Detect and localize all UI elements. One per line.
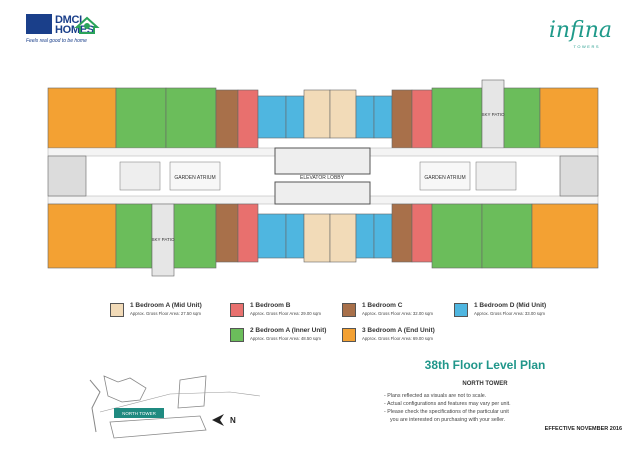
bottom-wing bbox=[47, 203, 599, 277]
legend-swatch bbox=[342, 303, 356, 317]
garden-atrium-right-label: GARDEN ATRIUM bbox=[424, 175, 465, 181]
note-item: you are interested on purchasing with yo… bbox=[390, 417, 506, 423]
effective-date: EFFECTIVE NOVEMBER 2016 bbox=[544, 426, 622, 432]
legend-area: Approx. Gross Floor Area: 33.00 sqm bbox=[474, 311, 545, 316]
legend-title: 1 Bedroom C bbox=[362, 302, 403, 309]
elevator-lobby-label: ELEVATOR LOBBY bbox=[300, 175, 345, 181]
sky-patio-bottom-label: SKY PATIO bbox=[151, 237, 175, 242]
tagline: Feels real good to be home bbox=[26, 38, 87, 44]
legend-title: 1 Bedroom B bbox=[250, 302, 291, 309]
brand-line2: HOMES bbox=[55, 24, 94, 36]
north-arrow-icon: N bbox=[212, 414, 236, 426]
note-item: - Actual configurations and features may… bbox=[384, 401, 511, 407]
legend-title: 2 Bedroom A (Inner Unit) bbox=[250, 327, 327, 334]
note-item: - Please check the specifications of the… bbox=[384, 409, 509, 415]
project-logo: infina bbox=[548, 18, 612, 43]
legend-swatch bbox=[110, 303, 124, 317]
legend-title: 1 Bedroom A (Mid Unit) bbox=[130, 302, 202, 309]
project-logo-sub: TOWERS bbox=[573, 44, 600, 49]
legend-swatch bbox=[342, 328, 356, 342]
garden-atrium-left-label: GARDEN ATRIUM bbox=[174, 175, 215, 181]
legend-area: Approx. Gross Floor Area: 27.50 sqm bbox=[130, 311, 201, 316]
legend-item-1br-b: 1 Bedroom B Approx. Gross Floor Area: 29… bbox=[230, 302, 321, 317]
legend-item-1br-a: 1 Bedroom A (Mid Unit) Approx. Gross Flo… bbox=[110, 302, 202, 317]
legend-title: 3 Bedroom A (End Unit) bbox=[362, 327, 435, 334]
legend-swatch bbox=[230, 328, 244, 342]
sky-patio-top-label: SKY PATIO bbox=[481, 112, 505, 117]
north-tower-map-label: NORTH TOWER bbox=[122, 411, 157, 416]
site-map: NORTH TOWER bbox=[89, 375, 261, 439]
legend-area: Approx. Gross Floor Area: 69.00 sqm bbox=[362, 336, 433, 341]
top-wing bbox=[47, 79, 599, 149]
legend-title: 1 Bedroom D (Mid Unit) bbox=[474, 302, 547, 309]
legend-item-3br-a: 3 Bedroom A (End Unit) Approx. Gross Flo… bbox=[342, 327, 435, 342]
floor-plan: ELEVATOR LOBBY GARDEN ATRIUM GARDEN ATRI… bbox=[47, 79, 599, 277]
floor-plan-title: 38th Floor Level Plan bbox=[424, 358, 546, 372]
tower-name: NORTH TOWER bbox=[462, 381, 508, 387]
brand-line1: DMCI bbox=[55, 14, 82, 26]
legend-area: Approx. Gross Floor Area: 32.00 sqm bbox=[362, 311, 433, 316]
house-logo-icon bbox=[74, 16, 100, 34]
notes-list: - Plans reflected as visuals are not to … bbox=[384, 392, 604, 424]
brand-name: DMCI HOMES bbox=[55, 14, 94, 36]
legend-area: Approx. Gross Floor Area: 48.50 sqm bbox=[250, 336, 321, 341]
legend-swatch bbox=[454, 303, 468, 317]
legend-item-1br-d: 1 Bedroom D (Mid Unit) Approx. Gross Flo… bbox=[454, 302, 546, 317]
north-label: N bbox=[230, 416, 236, 425]
legend-area: Approx. Gross Floor Area: 29.00 sqm bbox=[250, 311, 321, 316]
note-item: - Plans reflected as visuals are not to … bbox=[384, 393, 487, 399]
legend-swatch bbox=[230, 303, 244, 317]
legend-item-1br-c: 1 Bedroom C Approx. Gross Floor Area: 32… bbox=[342, 302, 433, 317]
legend-item-2br-a: 2 Bedroom A (Inner Unit) Approx. Gross F… bbox=[230, 327, 326, 342]
dmci-logo-mark bbox=[26, 14, 52, 34]
